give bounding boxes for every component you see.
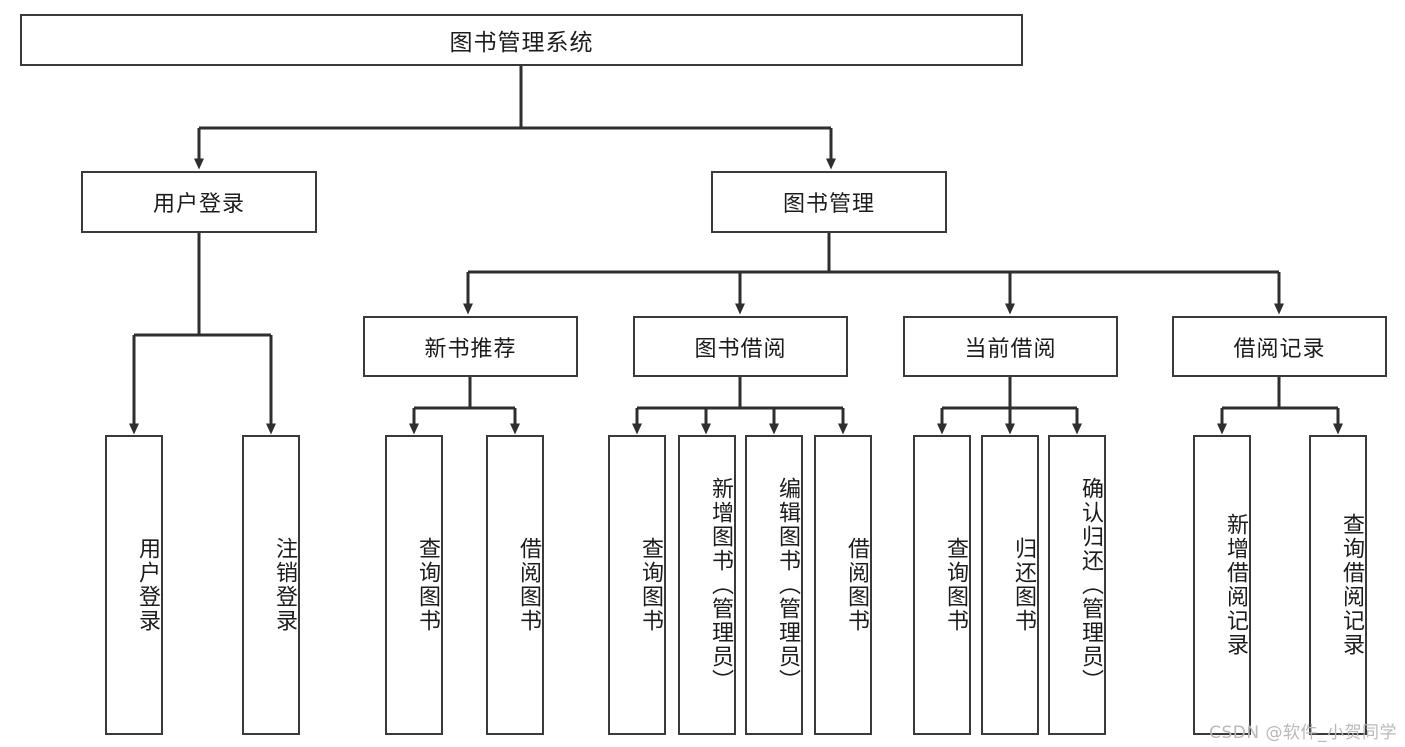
leaf-current-borrow-query[interactable]: 查询图书 [913, 435, 971, 735]
node-root-system[interactable]: 图书管理系统 [20, 14, 1023, 66]
leaf-new-book-borrow[interactable]: 借阅图书 [486, 435, 544, 735]
watermark: CSDN @软件_小贺同学 [1209, 723, 1397, 743]
leaf-book-borrow-add[interactable]: 新增图书（管理员） [678, 435, 736, 735]
leaf-borrow-record-add[interactable]: 新增借阅记录 [1193, 435, 1251, 735]
node-book-management[interactable]: 图书管理 [711, 171, 947, 233]
leaf-current-borrow-confirm[interactable]: 确认归还（管理员） [1048, 435, 1106, 735]
node-borrow-record[interactable]: 借阅记录 [1172, 316, 1387, 377]
node-user-login[interactable]: 用户登录 [81, 171, 317, 233]
node-new-book-recommend[interactable]: 新书推荐 [363, 316, 578, 377]
leaf-borrow-record-query[interactable]: 查询借阅记录 [1309, 435, 1367, 735]
node-current-borrow[interactable]: 当前借阅 [903, 316, 1118, 377]
leaf-current-borrow-return[interactable]: 归还图书 [981, 435, 1039, 735]
node-book-borrow[interactable]: 图书借阅 [633, 316, 848, 377]
leaf-new-book-query[interactable]: 查询图书 [385, 435, 443, 735]
leaf-book-borrow-borrow[interactable]: 借阅图书 [814, 435, 872, 735]
leaf-book-borrow-edit[interactable]: 编辑图书（管理员） [745, 435, 803, 735]
leaf-book-borrow-query[interactable]: 查询图书 [608, 435, 666, 735]
leaf-user-login-signin[interactable]: 用户登录 [105, 435, 163, 735]
leaf-user-login-signout[interactable]: 注销登录 [242, 435, 300, 735]
